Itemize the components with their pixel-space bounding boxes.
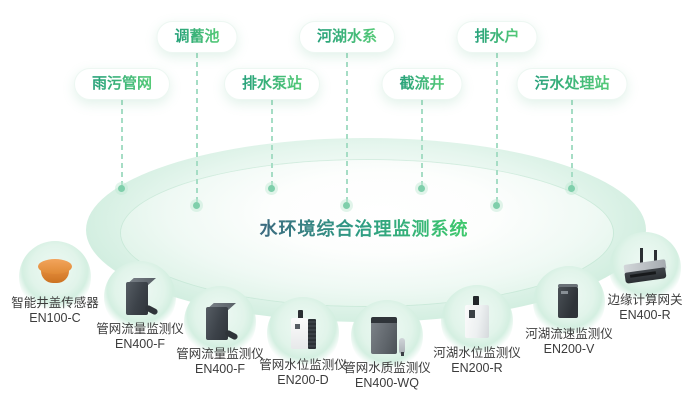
device-name: 管网流量监测仪 xyxy=(176,347,264,361)
connector-line xyxy=(271,100,273,186)
connector-line xyxy=(196,53,198,202)
device-model: EN400-R xyxy=(619,307,671,322)
device-model: EN400-WQ xyxy=(355,375,419,390)
device-model: EN100-C xyxy=(29,310,81,325)
pipe-flow-monitor-icon xyxy=(121,275,159,317)
connector-line xyxy=(496,53,498,202)
connector-dot xyxy=(268,185,275,192)
pipe-water-quality-monitor-icon xyxy=(367,314,407,356)
tag-label: 雨污管网 xyxy=(91,75,153,92)
system-title: 水环境综合治理监测系统 xyxy=(260,215,469,241)
connector-line xyxy=(421,100,423,186)
tag-pill-sewage-treatment-plant: 污水处理站 xyxy=(516,68,628,100)
tag-pill-rain-sewage-network: 雨污管网 xyxy=(73,68,171,100)
device-model: EN200-R xyxy=(451,360,503,375)
tag-label: 排水户 xyxy=(474,28,520,45)
tag-label: 截流井 xyxy=(399,75,445,92)
river-flow-velocity-monitor-icon xyxy=(556,282,582,320)
connector-line xyxy=(121,100,123,186)
connector-dot xyxy=(118,185,125,192)
device-name: 边缘计算网关 xyxy=(607,293,683,307)
device-name: 智能井盖传感器 xyxy=(11,296,99,310)
tag-label: 河湖水系 xyxy=(316,28,378,45)
connector-dot xyxy=(493,202,500,209)
connector-dot xyxy=(418,185,425,192)
tag-pill-drainage-pump-station: 排水泵站 xyxy=(223,68,321,100)
device-model: EN200-D xyxy=(277,372,329,387)
tag-pill-river-lake-system: 河湖水系 xyxy=(298,21,396,53)
device-model: EN200-V xyxy=(543,341,595,356)
tag-label: 调蓄池 xyxy=(174,28,220,45)
device-model: EN400-F xyxy=(194,361,246,376)
device-model: EN400-F xyxy=(114,336,166,351)
tag-pill-storage-tank: 调蓄池 xyxy=(156,21,238,53)
tag-pill-drainage-household: 排水户 xyxy=(456,21,538,53)
tag-label: 排水泵站 xyxy=(241,75,303,92)
connector-dot xyxy=(343,202,350,209)
pipe-flow-monitor-icon xyxy=(201,300,239,342)
device-name: 管网流量监测仪 xyxy=(96,322,184,336)
pipe-water-level-monitor-icon xyxy=(287,310,319,353)
river-water-level-monitor-icon xyxy=(460,296,494,340)
pond-ellipse-inner xyxy=(121,160,613,306)
device-name: 管网水质监测仪 xyxy=(343,361,431,375)
tag-label: 污水处理站 xyxy=(534,75,610,92)
edge-computing-gateway-icon xyxy=(623,248,667,288)
tag-pill-interception-well: 截流井 xyxy=(381,68,463,100)
connector-dot xyxy=(568,185,575,192)
connector-line xyxy=(571,100,573,186)
device-name: 管网水位监测仪 xyxy=(259,358,347,372)
device-name: 河湖流速监测仪 xyxy=(525,327,613,341)
connector-dot xyxy=(193,202,200,209)
manhole-cover-sensor-icon xyxy=(38,259,72,285)
device-name: 河湖水位监测仪 xyxy=(433,346,521,360)
connector-line xyxy=(346,53,348,202)
